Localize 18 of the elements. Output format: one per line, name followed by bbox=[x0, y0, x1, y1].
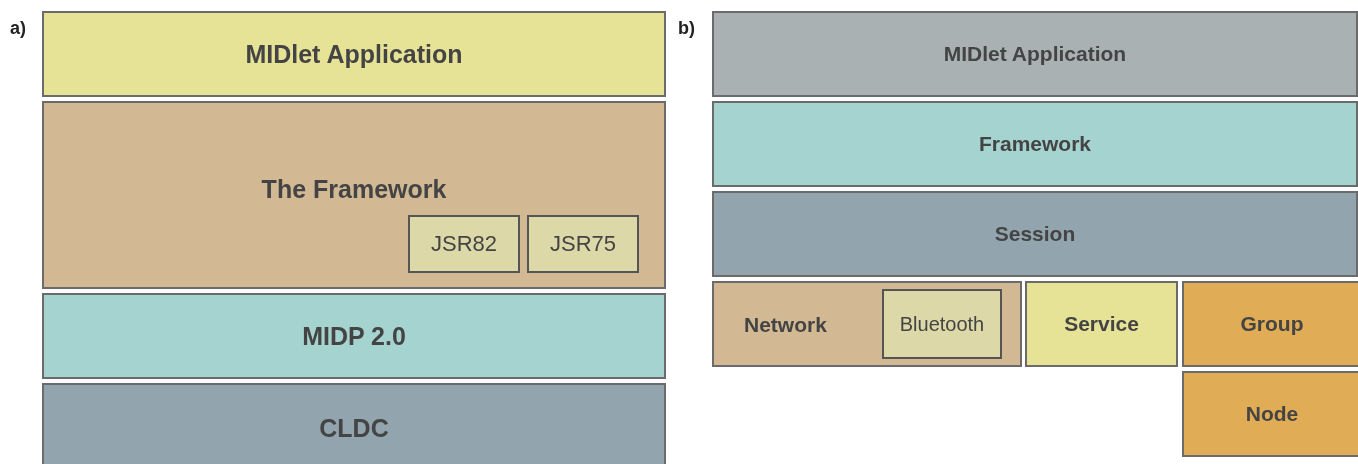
component-box: Bluetooth bbox=[882, 289, 1002, 359]
layer-box bbox=[42, 101, 666, 289]
panel-label: b) bbox=[678, 18, 695, 39]
panel-label: a) bbox=[10, 18, 26, 39]
layer-box: Framework bbox=[712, 101, 1358, 187]
layer-box: Group bbox=[1182, 281, 1358, 367]
layer-box: MIDlet Application bbox=[42, 11, 666, 97]
layer-box bbox=[712, 281, 1022, 367]
layer-title: The Framework bbox=[260, 175, 448, 204]
layer-box: MIDlet Application bbox=[712, 11, 1358, 97]
layer-box: Node bbox=[1182, 371, 1358, 457]
layer-box: Service bbox=[1025, 281, 1178, 367]
component-box: JSR75 bbox=[527, 215, 639, 273]
layer-box: CLDC bbox=[42, 383, 666, 464]
layer-title: Network bbox=[744, 313, 827, 337]
component-box: JSR82 bbox=[408, 215, 520, 273]
layer-box: Session bbox=[712, 191, 1358, 277]
layer-box: MIDP 2.0 bbox=[42, 293, 666, 379]
